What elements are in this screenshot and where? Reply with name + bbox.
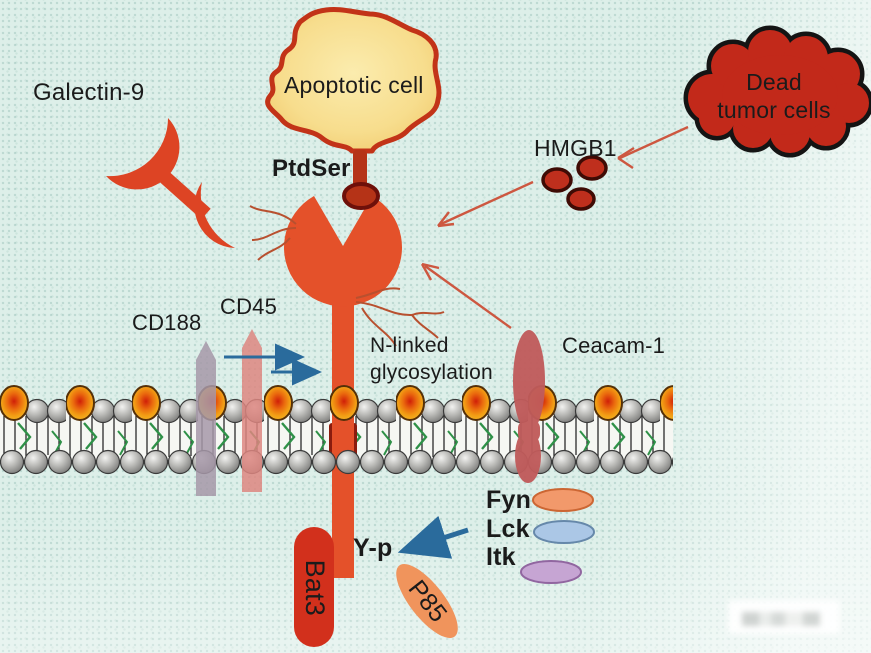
galectin9-label: Galectin-9 (33, 79, 145, 106)
lipid-bottom-row (0, 449, 673, 475)
lck-label: Lck (486, 515, 530, 543)
itk-ellipse-border (520, 560, 582, 584)
n-linked-line1: N-linked (370, 334, 449, 357)
ptdser-label: PtdSer (272, 155, 351, 182)
fyn-ellipse (533, 489, 593, 511)
dead-tumor-cells-cloud (683, 25, 871, 158)
apoptotic-cell-label: Apoptotic cell (284, 72, 424, 98)
cd45-bar (242, 329, 262, 492)
receptor-stalk (332, 288, 354, 578)
cd188-bar (196, 341, 216, 496)
arrow-cloud-to-hmgb1 (617, 125, 689, 169)
glycan-branches-left (249, 205, 297, 261)
watermark-blur (728, 600, 840, 634)
dead-tumor-cells-line1: Dead (746, 69, 802, 95)
lipid-top-row (0, 385, 673, 429)
arrow-hmgb1-to-receptor (437, 180, 534, 228)
n-linked-line2: glycosylation (370, 361, 493, 384)
dead-tumor-cells-label: Dead tumor cells (700, 68, 848, 124)
arrow-kinases-to-yp (397, 515, 469, 559)
itk-label: Itk (486, 543, 516, 571)
ceacam1-shape (513, 330, 545, 483)
p85-ellipse (396, 564, 458, 638)
galectin9-shape (106, 118, 235, 248)
hmgb1-label: HMGB1 (534, 135, 617, 161)
bat3-label: Bat3 (299, 559, 330, 617)
fyn-label: Fyn (486, 486, 532, 514)
dead-tumor-cells-line2: tumor cells (717, 97, 831, 123)
cd188-label: CD188 (132, 310, 202, 335)
itk-ellipse (521, 561, 581, 583)
phospho-tyrosine-label: Y-p (353, 534, 393, 562)
watermark-smudge (742, 612, 820, 626)
ceacam1-label: Ceacam-1 (562, 333, 666, 358)
bat3-capsule (294, 527, 334, 647)
apoptotic-cell-shape (265, 7, 442, 154)
fyn-ellipse-border (532, 488, 594, 512)
glycan-branches-right (355, 287, 445, 347)
hmgb1-particles (541, 155, 608, 211)
lck-ellipse-border (533, 520, 595, 544)
cd45-label: CD45 (220, 294, 278, 319)
arrow-ceacam-to-receptor (420, 262, 512, 329)
lck-ellipse (534, 521, 594, 543)
n-linked-glycosylation-label: N-linked glycosylation (370, 332, 493, 386)
ptdser-lollipop (342, 150, 380, 210)
membrane-head-rows (0, 385, 673, 475)
receptor-head (284, 196, 402, 307)
